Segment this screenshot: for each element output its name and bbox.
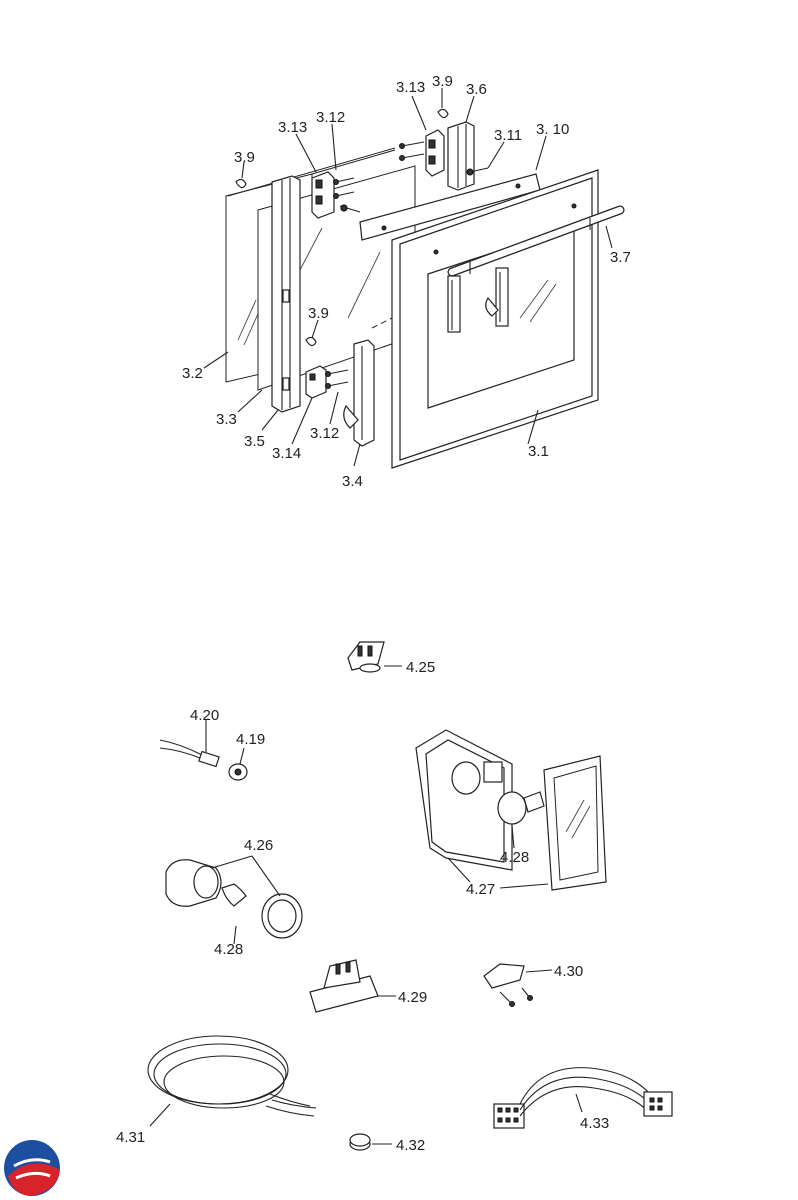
callout-3-9-top: 3.9 <box>432 73 453 90</box>
assembly-guide-line <box>371 317 393 329</box>
callout-3-13-right: 3.13 <box>396 79 425 96</box>
callout-3-10: 3. 10 <box>536 121 569 138</box>
callout-3-1: 3.1 <box>528 443 549 460</box>
oven-door-assembly: 3.1 3.2 3.3 3.4 3.5 3.6 3.7 3.9 3.9 3.9 … <box>182 73 631 490</box>
callout-3-14: 3.14 <box>272 445 301 462</box>
lower-clip <box>305 365 349 399</box>
part-4-27-lamp-housing <box>415 729 513 871</box>
right-side-profile <box>447 121 475 191</box>
part-4-32-grommet <box>349 1133 392 1151</box>
callout-3-6: 3.6 <box>466 81 487 98</box>
part-4-27-glass-cover <box>447 755 607 891</box>
part-4-28-bulb <box>497 791 545 849</box>
callout-4-31: 4.31 <box>116 1129 145 1146</box>
callout-4-29: 4.29 <box>398 989 427 1006</box>
callout-3-4: 3.4 <box>342 473 363 490</box>
callout-4-28-right: 4.28 <box>500 849 529 866</box>
callout-3-5: 3.5 <box>244 433 265 450</box>
callout-3-3: 3.3 <box>216 411 237 428</box>
part-4-31-cable-loom <box>147 1035 317 1127</box>
part-4-19-nut <box>228 747 248 781</box>
part-4-30-clamp <box>483 963 553 1007</box>
spare-parts-section: 4.25 4.20 4.19 4.26 4.28 <box>116 641 673 1154</box>
callout-3-2: 3.2 <box>182 365 203 382</box>
door-hinge <box>343 339 375 447</box>
callout-4-20: 4.20 <box>190 707 219 724</box>
callout-leaders-top <box>203 88 613 467</box>
small-clip-c <box>305 336 317 347</box>
part-4-25-bracket <box>347 641 402 673</box>
callout-3-9-middle: 3.9 <box>308 305 329 322</box>
callout-3-7: 3.7 <box>610 249 631 266</box>
small-clip-b <box>437 108 449 119</box>
small-clip-a <box>235 178 247 189</box>
callout-4-30: 4.30 <box>554 963 583 980</box>
screw-right <box>466 167 489 176</box>
door-handle <box>447 205 625 277</box>
callout-3-12-top: 3.12 <box>316 109 345 126</box>
hinge-clip-right <box>399 129 445 177</box>
window-hinge-left <box>447 275 461 333</box>
left-side-profile <box>271 175 301 413</box>
callout-3-12-bottom: 3.12 <box>310 425 339 442</box>
window-hinge-right <box>485 267 509 327</box>
callout-4-25: 4.25 <box>406 659 435 676</box>
callout-3-9-left: 3.9 <box>234 149 255 166</box>
part-4-33-connector-harness <box>493 1067 673 1129</box>
callout-4-32: 4.32 <box>396 1137 425 1154</box>
callout-4-27: 4.27 <box>466 881 495 898</box>
part-4-29-terminal-block <box>309 959 396 1013</box>
callout-4-26: 4.26 <box>244 837 273 854</box>
part-4-20-sensor-wire <box>159 720 220 768</box>
callout-4-19: 4.19 <box>236 731 265 748</box>
callout-4-28-left: 4.28 <box>214 941 243 958</box>
callout-4-33: 4.33 <box>580 1115 609 1132</box>
callout-3-13-left: 3.13 <box>278 119 307 136</box>
part-4-26-lamp-assembly <box>165 855 303 945</box>
hinge-clip-left <box>311 171 335 219</box>
callout-3-11: 3.11 <box>494 127 522 144</box>
brand-logo <box>4 1140 60 1196</box>
